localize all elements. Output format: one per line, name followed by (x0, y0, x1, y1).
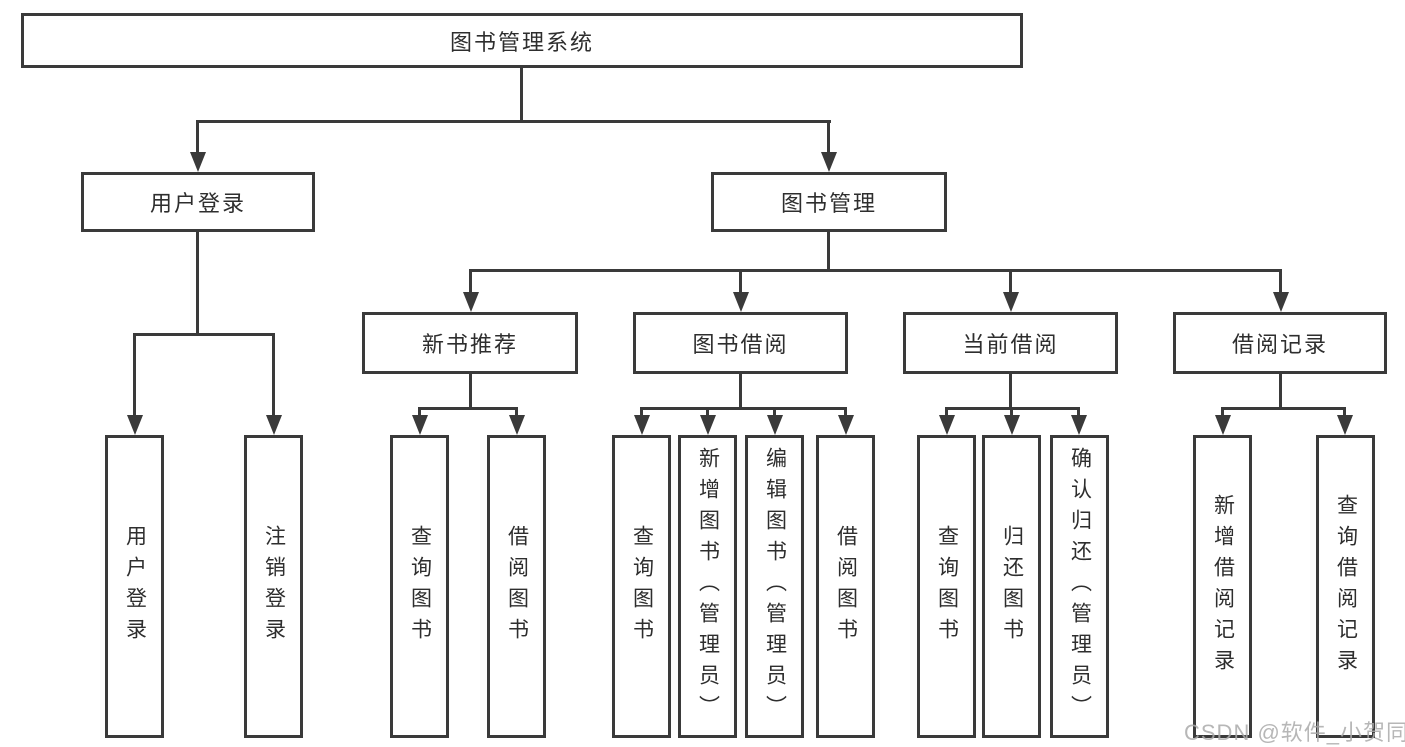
leaf-label: 查询图书 (935, 524, 959, 649)
node-label: 借阅记录 (1231, 332, 1328, 357)
node-borrow-records: 借阅记录 (1173, 312, 1387, 374)
arrow-to-cb-confirm-return (1077, 407, 1080, 415)
leaf-bb-query-books: 查询图书 (612, 435, 671, 738)
connector-borrow-records-stem (1279, 374, 1282, 410)
leaf-user-login: 用户登录 (105, 435, 164, 738)
leaf-label: 归还图书 (1000, 524, 1024, 649)
leaf-label: 查询图书 (408, 524, 432, 649)
node-label: 图书借阅 (692, 332, 789, 357)
arrow-to-logout-leaf (272, 333, 275, 415)
arrow-to-br-query-record (1343, 407, 1346, 415)
leaf-br-query-record: 查询借阅记录 (1316, 435, 1375, 738)
leaf-cb-query-books: 查询图书 (917, 435, 976, 738)
connector-user-login-stem (196, 232, 199, 336)
connector-current-borrow-stem (1009, 374, 1012, 410)
arrow-to-bb-edit-books (773, 407, 776, 415)
leaf-cb-return-books: 归还图书 (982, 435, 1041, 738)
arrow-to-current-borrow (1009, 269, 1012, 292)
leaf-label: 借阅图书 (505, 524, 529, 649)
node-current-borrow: 当前借阅 (903, 312, 1118, 374)
leaf-label: 新增图书（管理员） (696, 447, 720, 726)
arrow-to-rec-borrow-books (515, 407, 518, 415)
leaf-bb-borrow-books: 借阅图书 (816, 435, 875, 738)
connector-book-borrow-hbar (640, 407, 846, 410)
node-label: 图书管理 (780, 191, 877, 216)
node-label: 当前借阅 (962, 332, 1059, 357)
leaf-bb-add-books-admin: 新增图书（管理员） (678, 435, 737, 738)
leaf-label: 编辑图书（管理员） (763, 447, 787, 726)
connector-book-management-stem (827, 232, 830, 272)
connector-root-hbar (196, 120, 831, 123)
arrow-to-new-book-recommend (469, 269, 472, 292)
csdn-watermark: CSDN @软件_小贺同学 (1184, 720, 1405, 745)
node-new-book-recommend: 新书推荐 (362, 312, 578, 374)
connector-user-login-hbar (133, 333, 274, 336)
arrow-to-user-login (196, 120, 199, 152)
leaf-rec-query-books: 查询图书 (390, 435, 449, 738)
leaf-br-add-record: 新增借阅记录 (1193, 435, 1252, 738)
arrow-to-user-login-leaf (133, 333, 136, 415)
arrow-to-borrow-records (1279, 269, 1282, 292)
arrow-to-cb-query-books (945, 407, 948, 415)
connector-new-book-recommend-stem (469, 374, 472, 410)
leaf-label: 借阅图书 (834, 524, 858, 649)
arrow-to-rec-query-books (418, 407, 421, 415)
leaf-label: 查询图书 (630, 524, 654, 649)
arrow-to-br-add-record (1221, 407, 1224, 415)
arrow-to-bb-borrow-books (844, 407, 847, 415)
arrow-to-book-borrow (739, 269, 742, 292)
arrow-to-book-management (827, 120, 830, 152)
connector-book-management-hbar (469, 269, 1282, 272)
connector-new-book-recommend-hbar (418, 407, 518, 410)
node-label: 图书管理系统 (449, 29, 594, 55)
leaf-label: 新增借阅记录 (1211, 493, 1235, 680)
node-root-book-management-system: 图书管理系统 (21, 13, 1023, 68)
node-user-login: 用户登录 (81, 172, 315, 232)
node-book-management: 图书管理 (711, 172, 947, 232)
leaf-logout: 注销登录 (244, 435, 303, 738)
leaf-label: 注销登录 (262, 524, 286, 649)
leaf-cb-confirm-return-admin: 确认归还（管理员） (1050, 435, 1109, 738)
node-label: 新书推荐 (421, 332, 518, 357)
connector-borrow-records-hbar (1221, 407, 1346, 410)
leaf-label: 用户登录 (123, 524, 147, 649)
arrow-to-bb-add-books (706, 407, 709, 415)
node-label: 用户登录 (149, 191, 246, 216)
connector-root-stem (520, 68, 523, 121)
arrow-to-cb-return-books (1010, 407, 1013, 415)
connector-book-borrow-stem (739, 374, 742, 410)
leaf-rec-borrow-books: 借阅图书 (487, 435, 546, 738)
node-book-borrow: 图书借阅 (633, 312, 848, 374)
leaf-label: 查询借阅记录 (1334, 493, 1358, 680)
arrow-to-bb-query-books (640, 407, 643, 415)
leaf-bb-edit-books-admin: 编辑图书（管理员） (745, 435, 804, 738)
leaf-label: 确认归还（管理员） (1068, 447, 1092, 726)
